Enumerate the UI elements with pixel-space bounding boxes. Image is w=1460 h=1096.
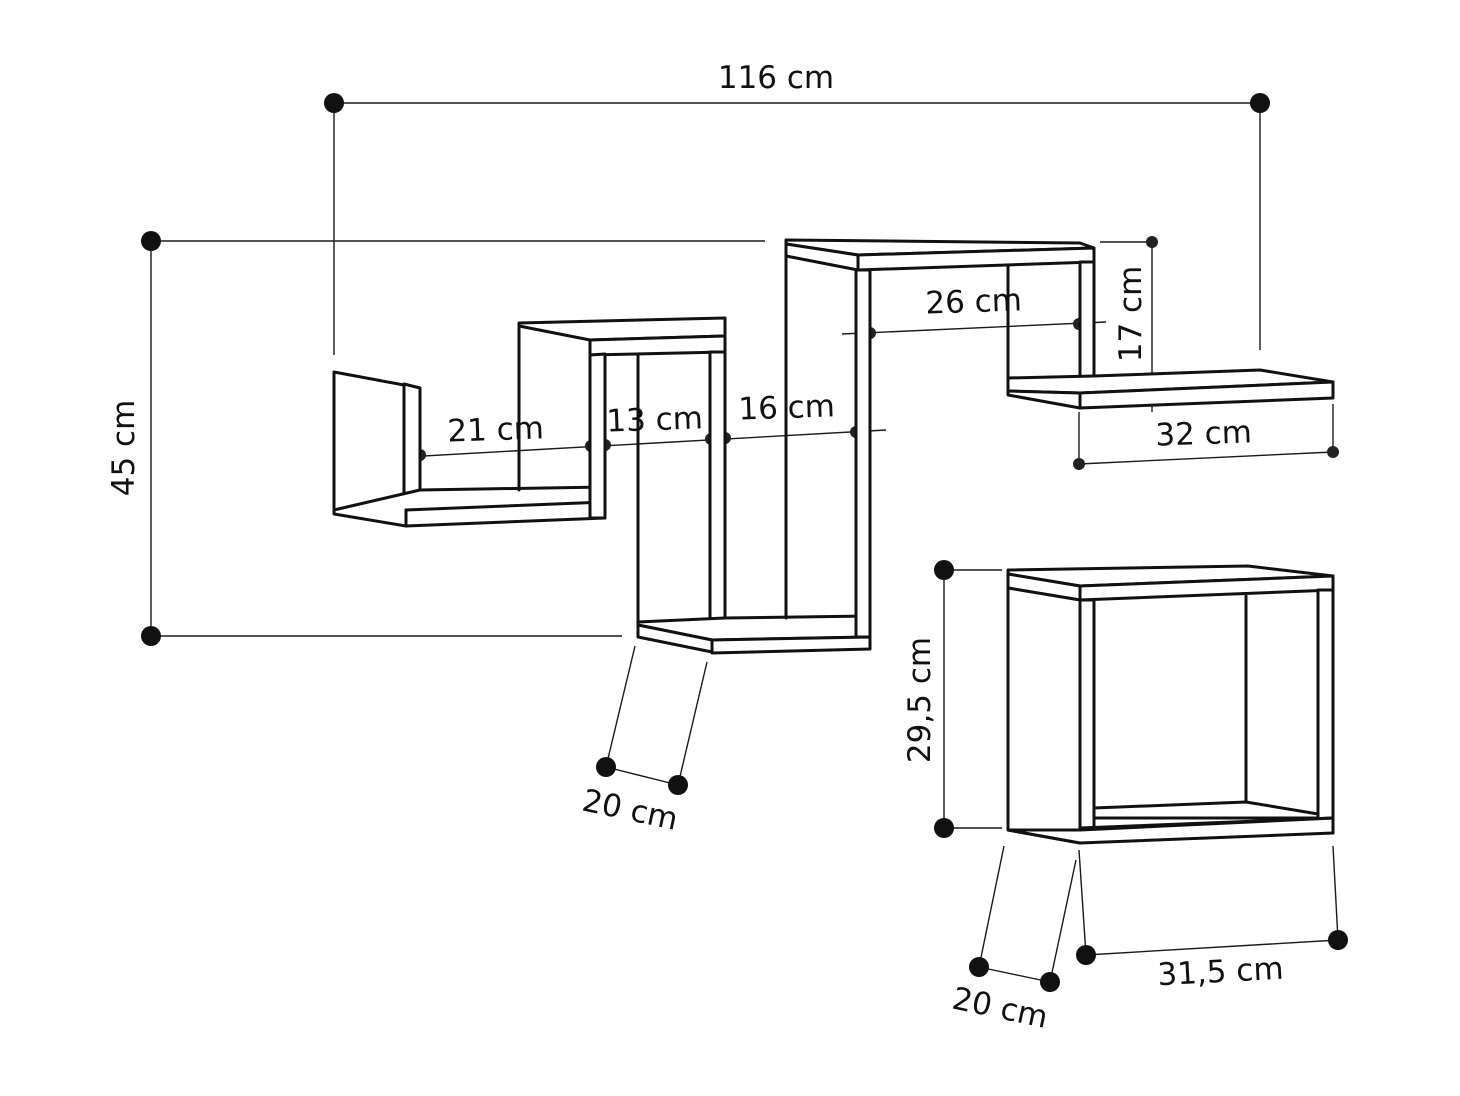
cube-bottom-front [1006, 816, 1335, 845]
upper-unit-width-label: 26 cm [925, 282, 1023, 321]
left-unit-width-label: 21 cm [447, 410, 545, 449]
dimension-dot [141, 626, 161, 646]
dimension-dot [596, 757, 616, 777]
dimension-lines [141, 93, 1348, 992]
cube-width-line [1085, 939, 1339, 956]
dimension-dot [934, 818, 954, 838]
tall-unit-width-label: 16 cm [738, 388, 836, 427]
overall-height-label: 45 cm [106, 400, 142, 497]
cube-depth-line [978, 966, 1051, 983]
cube-left-front-edge [1078, 598, 1096, 832]
cube-depth-left-extension [978, 845, 1005, 968]
cube-shelf [1006, 564, 1335, 845]
tall-unit-right-panel [854, 268, 872, 639]
dimension-dot [1328, 930, 1348, 950]
zigzag-shelf [332, 238, 1335, 655]
upper-box-right-panel [1078, 260, 1096, 394]
left-bottom-shelf-edge [404, 500, 607, 512]
cube-depth-right-extension [1049, 859, 1077, 983]
main-depth-right-extension [677, 661, 708, 786]
cube-width-right-extension [1332, 845, 1339, 941]
dimension-dot [324, 93, 344, 113]
dimension-dot [1073, 458, 1085, 470]
upper-unit-height-label: 17 cm [1113, 266, 1149, 363]
cube-right-panel [1316, 588, 1335, 835]
dimension-dot [934, 560, 954, 580]
main-depth-label: 20 cm [579, 783, 681, 838]
dimension-dot [969, 957, 989, 977]
cube-depth-label: 20 cm [949, 981, 1051, 1036]
upper-width-line [841, 321, 1107, 335]
main-depth-left-extension [605, 645, 636, 768]
dimension-dot [668, 775, 688, 795]
cube-bottom-edge [1078, 816, 1335, 830]
dimension-labels: 116 cm 45 cm 21 cm 13 cm 16 cm 26 cm 17 … [106, 60, 1284, 1036]
cube-left-panel [1006, 586, 1082, 845]
cube-width-label: 31,5 cm [1157, 951, 1285, 994]
dimension-dot [1250, 93, 1270, 113]
dimension-dot [1040, 972, 1060, 992]
right-shelf-width-label: 32 cm [1155, 414, 1253, 453]
middle-unit-width-label: 13 cm [606, 400, 704, 439]
cube-width-left-extension [1078, 849, 1087, 956]
dimension-dot [1146, 236, 1158, 248]
dimension-dot [1327, 446, 1339, 458]
dimension-dot [141, 231, 161, 251]
cube-bottom [1092, 800, 1320, 820]
tall-unit-bottom-front [710, 635, 872, 655]
middle-box-top-front [588, 334, 727, 357]
cube-height-label: 29,5 cm [902, 637, 938, 763]
tall-unit-left-panel [708, 350, 727, 642]
right-shelf-front [1078, 380, 1335, 410]
dimension-dot [1076, 945, 1096, 965]
main-depth-line [605, 766, 679, 786]
middle-box-left-panel [588, 352, 607, 520]
right-shelf-width-line [1078, 451, 1334, 465]
overall-width-label: 116 cm [718, 60, 834, 96]
right-shelf-side [1006, 389, 1082, 410]
